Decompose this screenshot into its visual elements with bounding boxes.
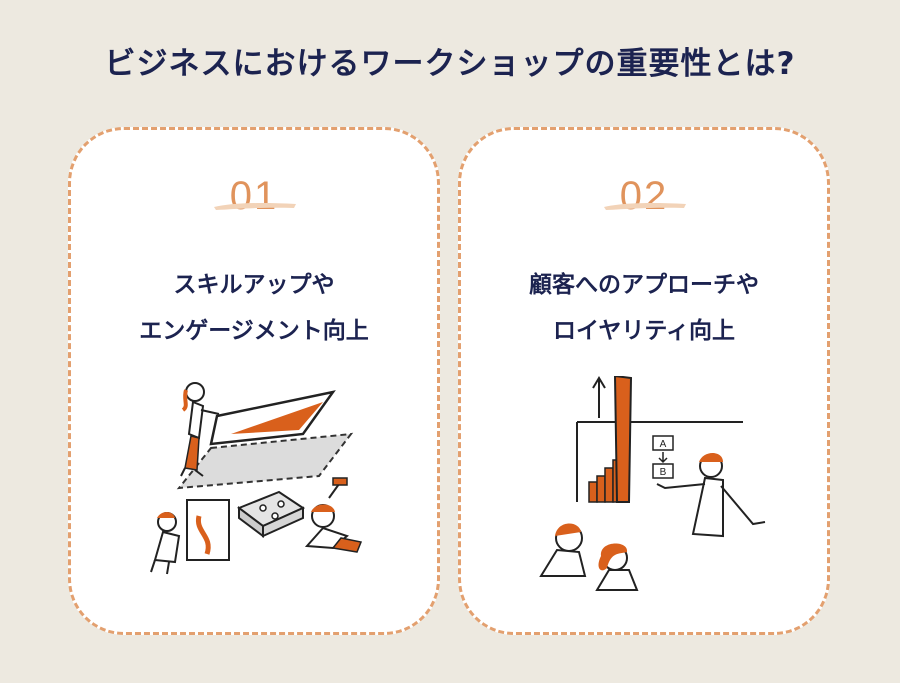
diagram-box-b-label: B [660, 467, 667, 478]
benefit-card-skill-engagement: 01 スキルアップや エンゲージメント向上 [68, 127, 440, 635]
diagram-box-b [652, 463, 674, 479]
page-title: ビジネスにおけるワークショップの重要性とは? [104, 46, 796, 82]
brush-underline-icon [604, 203, 686, 210]
team-building-illustration-icon [150, 382, 363, 575]
benefit-card-customer-loyalty: 02 顧客へのアプローチや ロイヤリティ向上 A B [458, 127, 830, 635]
card-heading-line-2: ロイヤリティ向上 [553, 318, 735, 344]
brush-underline-icon [214, 203, 296, 210]
card-heading: 顧客へのアプローチや ロイヤリティ向上 [461, 262, 827, 354]
card-heading: スキルアップや エンゲージメント向上 [71, 262, 437, 354]
presentation-growth-chart-illustration-icon: A B [539, 376, 766, 591]
diagram-box-a [652, 435, 674, 451]
diagram-box-a-label: A [660, 439, 667, 450]
card-heading-line-2: エンゲージメント向上 [139, 318, 369, 344]
card-number: 01 [229, 174, 279, 218]
card-heading-line-1: 顧客へのアプローチや [529, 272, 759, 298]
card-heading-line-1: スキルアップや [173, 272, 335, 298]
card-number: 02 [619, 174, 669, 218]
